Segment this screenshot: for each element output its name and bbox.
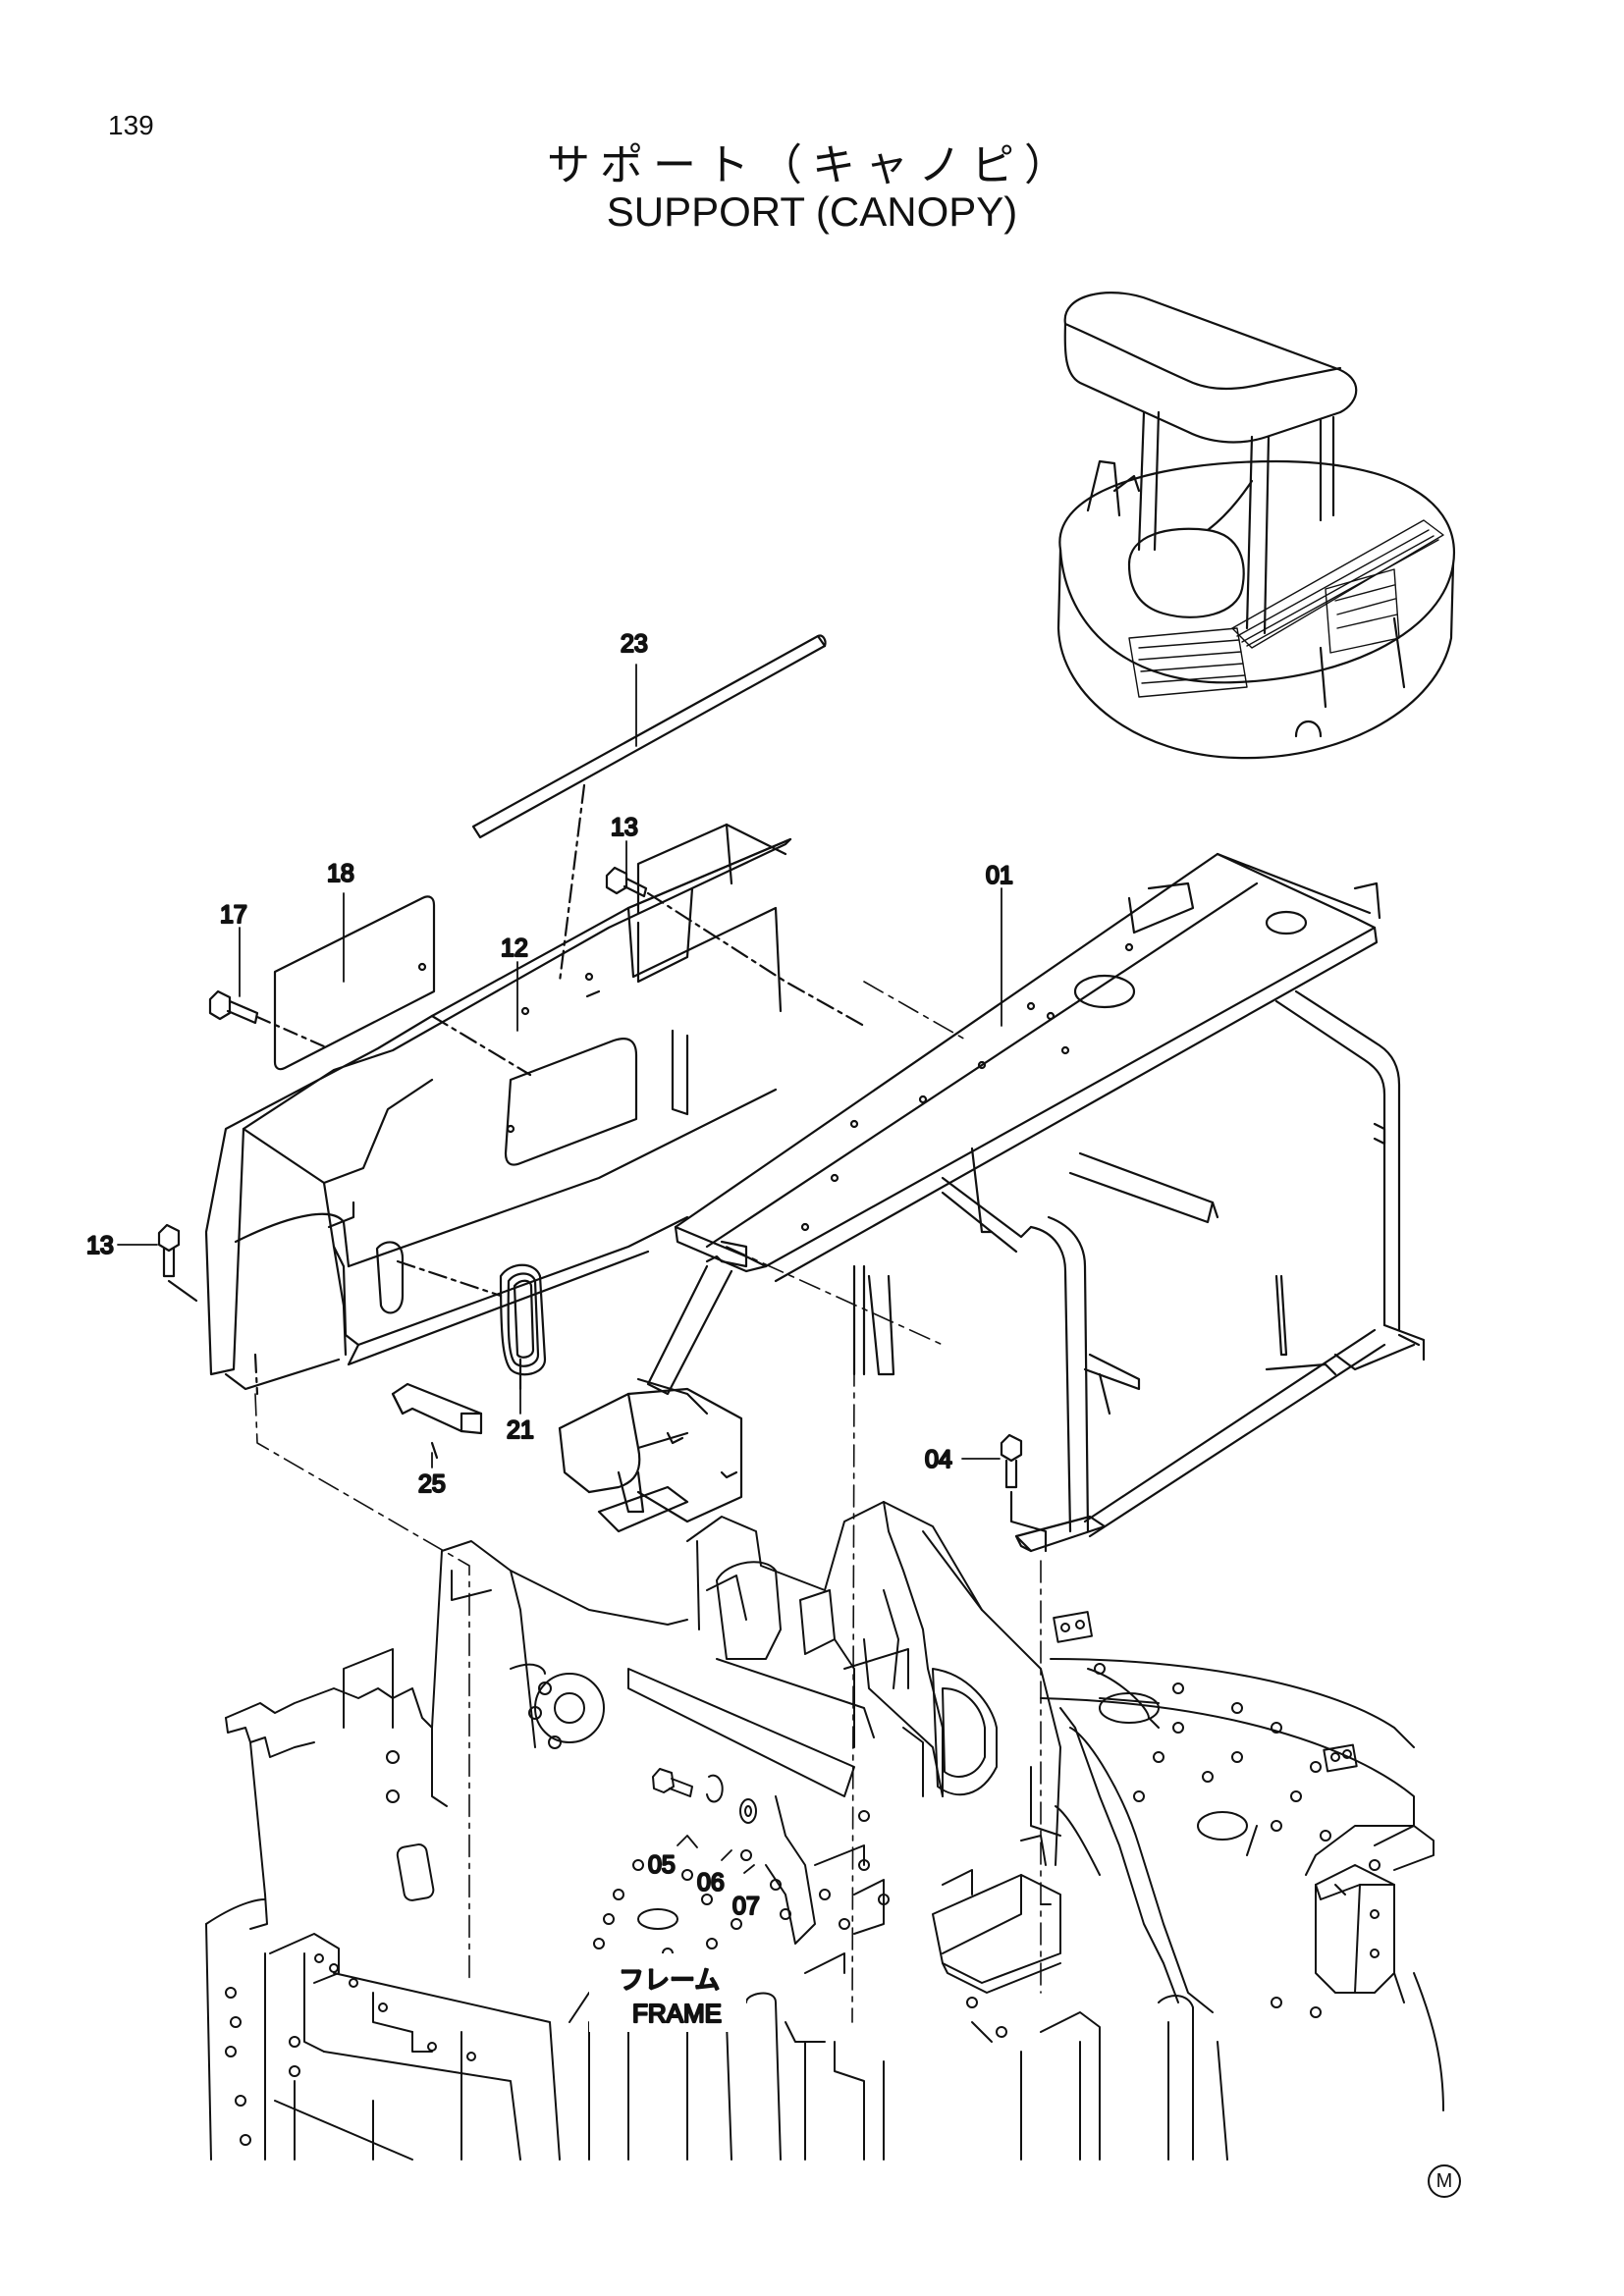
machine-overview-inset <box>1056 292 1456 760</box>
catalog-mark: M <box>1428 2164 1461 2198</box>
callout-23: 23 <box>621 630 648 658</box>
callout-05: 05 <box>648 1851 676 1879</box>
callout-17: 17 <box>220 901 247 929</box>
callout-18: 18 <box>327 860 354 887</box>
part-13-left-bolt <box>157 1223 259 1396</box>
part-23-strip <box>471 634 827 984</box>
part-12-cover <box>204 823 792 1391</box>
part-17-bolt <box>208 989 326 1048</box>
page-number: 139 <box>108 110 154 140</box>
callout-13-upper: 13 <box>611 814 638 841</box>
callout-21: 21 <box>507 1416 534 1444</box>
callout-13-left: 13 <box>86 1232 114 1259</box>
part-25-pad <box>391 1382 483 1460</box>
callout-25: 25 <box>418 1470 446 1498</box>
part-01-support-frame <box>674 852 1426 1553</box>
assembly-lines <box>254 981 1042 2023</box>
frame-label-english: FRAME <box>632 1999 722 2028</box>
callout-01: 01 <box>986 862 1013 889</box>
page-title-english: SUPPORT (CANOPY) <box>606 188 1018 235</box>
leader-lines <box>117 664 1002 1874</box>
lever-bracket <box>558 1240 748 1533</box>
callout-04: 04 <box>925 1446 952 1473</box>
part-18-plate <box>273 895 436 1071</box>
frame-label-japanese: フレーム <box>619 1965 720 1995</box>
part-21-grommet <box>499 1263 547 1391</box>
callout-12: 12 <box>501 934 528 962</box>
base-frame <box>205 1501 1444 2161</box>
page-title-japanese: サポート（キャノピ） <box>547 140 1077 190</box>
callout-06: 06 <box>697 1869 725 1896</box>
part-04-bolt <box>1000 1433 1048 1553</box>
callout-07: 07 <box>732 1893 760 1920</box>
part-13-upper-bolt <box>605 866 866 1028</box>
